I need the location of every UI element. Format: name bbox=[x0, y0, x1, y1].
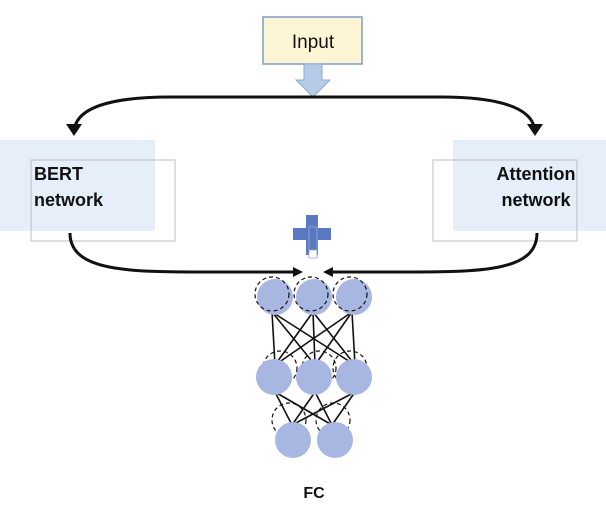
bert-panel-fill bbox=[0, 140, 155, 231]
bert-network-node: BERT network bbox=[0, 140, 176, 242]
attention-label-line1: Attention bbox=[497, 164, 576, 184]
plus-icon bbox=[293, 215, 331, 259]
neuron bbox=[296, 359, 332, 395]
input-box bbox=[262, 16, 363, 65]
fc-label: FC bbox=[303, 485, 325, 502]
bert-label-line1: BERT bbox=[34, 164, 83, 184]
neuron bbox=[275, 422, 311, 458]
neuron-outline bbox=[293, 276, 329, 312]
input-label: Input bbox=[292, 32, 335, 53]
fc-layer-2 bbox=[256, 350, 372, 395]
neuron-outline bbox=[271, 402, 307, 438]
fc-layer-1 bbox=[254, 276, 372, 315]
neuron-outline bbox=[301, 350, 337, 386]
neuron bbox=[256, 359, 292, 395]
bert-label-line2: network bbox=[34, 190, 104, 210]
attention-panel-outline bbox=[432, 159, 578, 242]
neuron bbox=[336, 359, 372, 395]
bert-panel-outline bbox=[30, 159, 176, 242]
neuron bbox=[296, 279, 332, 315]
split-curve bbox=[72, 95, 537, 134]
attention-network-node: Attention network bbox=[432, 140, 606, 242]
input-node: Input bbox=[262, 16, 363, 65]
fc-layer-3 bbox=[271, 402, 353, 458]
attention-panel-fill bbox=[453, 140, 606, 231]
neuron bbox=[336, 279, 372, 315]
right-arrowhead-icon bbox=[527, 124, 543, 136]
neuron-outline bbox=[254, 276, 290, 312]
left-arrowhead-icon bbox=[66, 124, 82, 136]
neuron bbox=[317, 422, 353, 458]
fc-connections bbox=[271, 311, 356, 426]
neuron bbox=[257, 279, 293, 315]
neuron-outline bbox=[332, 276, 368, 312]
attention-label-line2: network bbox=[501, 190, 571, 210]
down-arrow-icon bbox=[294, 63, 332, 98]
left-merge-curve bbox=[68, 232, 303, 277]
right-merge-curve bbox=[323, 232, 539, 277]
neuron-outline bbox=[315, 402, 351, 438]
neuron-outline bbox=[262, 350, 298, 386]
